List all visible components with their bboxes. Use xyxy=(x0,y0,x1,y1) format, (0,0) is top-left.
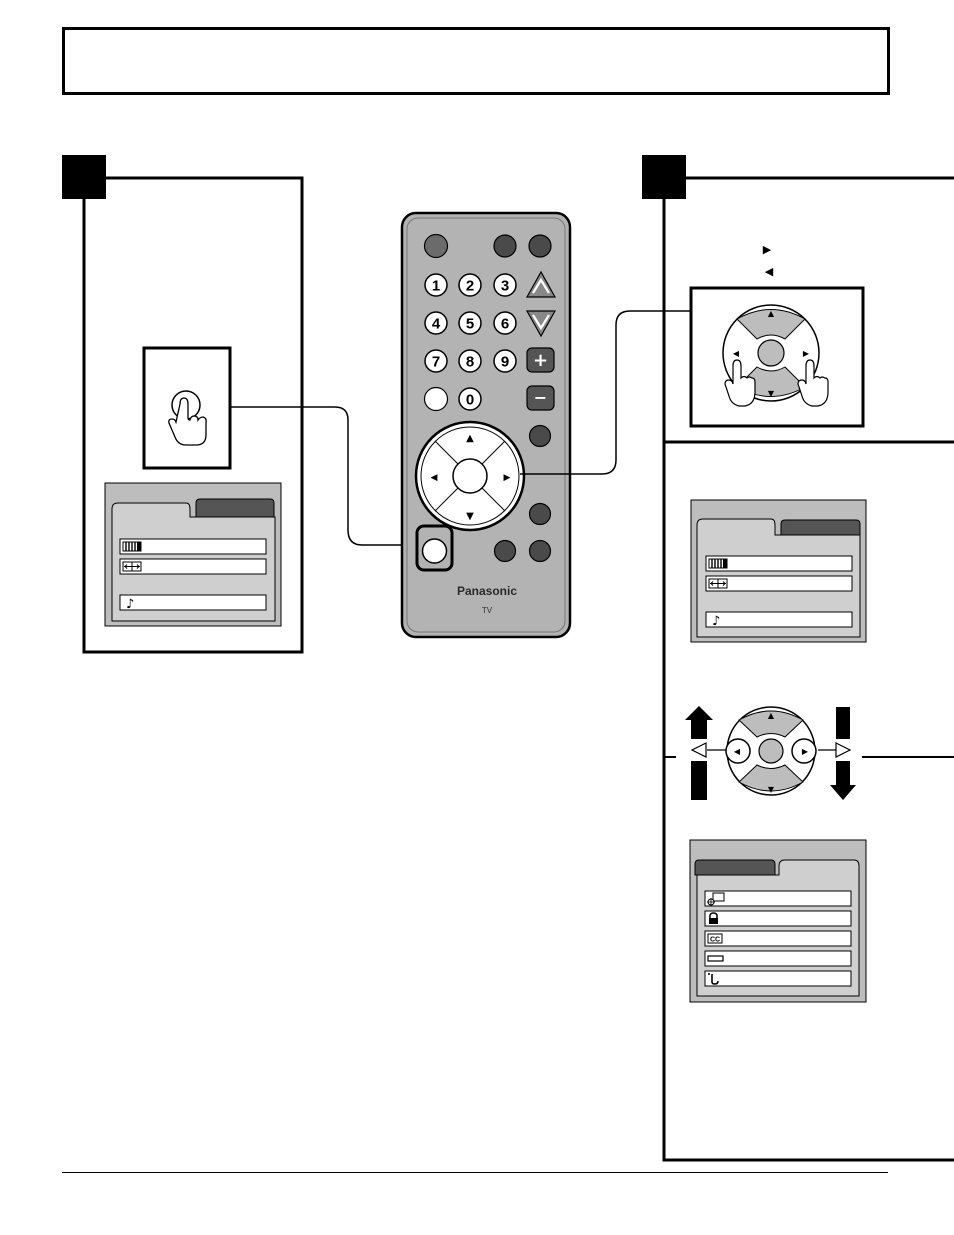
contrast-bars-icon xyxy=(122,541,142,552)
key-4[interactable] xyxy=(424,311,448,335)
footer-rule xyxy=(62,1172,888,1173)
key-2[interactable] xyxy=(458,273,482,297)
remote-control: 1 2 3 4 5 6 7 8 9 0 + − xyxy=(400,211,572,639)
key-0[interactable] xyxy=(458,387,482,411)
picture-adjust-icon xyxy=(708,578,728,589)
lock-icon xyxy=(709,912,718,924)
key-9[interactable] xyxy=(493,349,517,373)
bottom-button-a[interactable] xyxy=(493,539,517,563)
title-box xyxy=(62,27,890,95)
bottom-button-b[interactable] xyxy=(528,539,552,563)
step-2-frame xyxy=(662,176,954,1162)
volume-up-button[interactable] xyxy=(526,347,555,373)
top-button-b[interactable] xyxy=(528,234,552,258)
right-arrow-glyph: ▶ xyxy=(763,243,772,256)
picture-adjust-icon xyxy=(122,561,142,572)
left-hand-icon xyxy=(724,359,756,407)
setup-menu: CC xyxy=(689,839,867,1003)
key-6[interactable] xyxy=(493,311,517,335)
timer-icon xyxy=(708,973,719,985)
action-button[interactable] xyxy=(452,458,488,494)
channel-down-button[interactable] xyxy=(525,310,557,338)
power-button[interactable] xyxy=(423,233,449,259)
channel-up-button[interactable] xyxy=(525,270,557,298)
tab-switch-diagram: ▲ ▼ ◀ ▶ xyxy=(685,706,856,800)
volume-down-button[interactable] xyxy=(526,385,555,411)
key-8[interactable] xyxy=(458,349,482,373)
screen-shape-icon xyxy=(707,955,724,962)
key-7[interactable] xyxy=(424,349,448,373)
menu-button-highlight xyxy=(415,524,454,572)
menu-button-press-illustration xyxy=(142,346,232,470)
dpad-press-illustration: ▲ ▼ ◀ ▶ xyxy=(689,286,865,428)
contrast-bars-icon xyxy=(708,558,728,569)
step-2-marker xyxy=(642,155,686,199)
closed-caption-icon: CC xyxy=(707,933,723,944)
step-1-marker xyxy=(62,155,106,199)
step-1-frame xyxy=(82,176,304,654)
key-5[interactable] xyxy=(458,311,482,335)
top-button-a[interactable] xyxy=(493,234,517,258)
connector-line-1 xyxy=(230,406,420,546)
left-arrow-glyph: ◀ xyxy=(765,265,774,278)
picture-menu-step1: ♪ xyxy=(104,482,282,627)
recall-button[interactable] xyxy=(528,424,552,448)
input-source-icon xyxy=(707,892,725,906)
side-button[interactable] xyxy=(528,502,552,526)
right-hand-icon xyxy=(797,359,829,407)
connector-line-2 xyxy=(520,310,692,475)
picture-menu-step2: ♪ xyxy=(690,499,867,643)
remote-dpad: ▲ ▼ ◀ ▶ xyxy=(414,420,526,532)
menu-button[interactable] xyxy=(421,538,448,564)
key-3[interactable] xyxy=(493,273,517,297)
blank-key[interactable] xyxy=(423,386,449,412)
key-1[interactable] xyxy=(424,273,448,297)
